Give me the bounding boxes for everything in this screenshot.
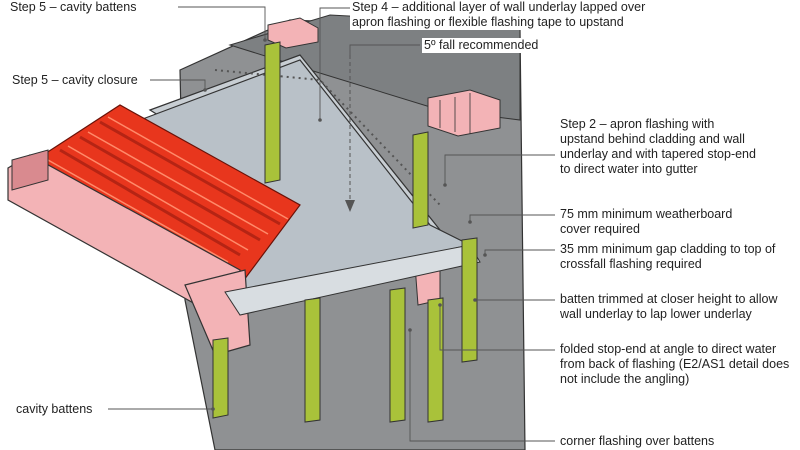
cavity-batten: [304, 297, 321, 423]
label-folded-stop-end: folded stop-end at angle to direct water…: [558, 342, 792, 387]
cavity-batten: [212, 337, 229, 419]
top-plate-right: [427, 89, 501, 137]
label-step4-underlay: Step 4 – additional layer of wall underl…: [350, 0, 648, 30]
label-cladding-gap: 35 mm minimum gap cladding to top of cro…: [558, 242, 778, 272]
cavity-batten: [427, 297, 444, 423]
rafter-end-left: [11, 149, 49, 191]
cavity-batten: [412, 131, 429, 229]
crossfall-flashing: [224, 244, 481, 316]
label-cavity-battens: cavity battens: [14, 402, 95, 417]
cavity-batten-group: [212, 41, 478, 423]
label-weatherboard-cover: 75 mm minimum weatherboard cover require…: [558, 207, 735, 237]
cavity-batten: [461, 237, 478, 363]
cavity-batten: [264, 41, 281, 184]
label-step5-cavity-battens: Step 5 – cavity battens: [8, 0, 139, 15]
label-fall: 5º fall recommended: [422, 38, 541, 53]
cavity-batten: [389, 287, 406, 423]
leader-lines: [108, 6, 555, 442]
label-step2-apron-flashing: Step 2 – apron flashing with upstand beh…: [558, 117, 758, 177]
top-plate-left: [267, 17, 319, 49]
label-corner-flashing: corner flashing over battens: [558, 434, 717, 449]
label-batten-trimmed: batten trimmed at closer height to allow…: [558, 292, 780, 322]
label-step5-cavity-closure: Step 5 – cavity closure: [10, 73, 140, 88]
